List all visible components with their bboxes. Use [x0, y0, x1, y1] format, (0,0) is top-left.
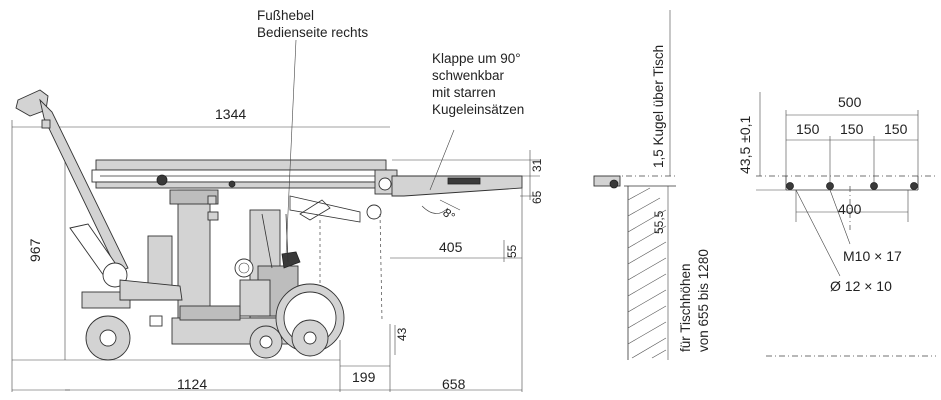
machine-side-view [11, 39, 540, 392]
dim-967: 967 [27, 238, 43, 262]
foot-lever-label-1: Fußhebel [257, 8, 314, 23]
dim-405: 405 [439, 239, 463, 255]
flap-label-2: schwenkbar [432, 68, 505, 83]
flap [366, 175, 523, 321]
dim-150-c: 150 [884, 121, 908, 137]
dim-150-a: 150 [796, 121, 820, 137]
dim-55-right: 55 [505, 244, 519, 258]
hatching [627, 187, 667, 359]
foot-lever-label-2: Bedienseite rechts [257, 25, 368, 40]
flap-label-1: Klappe um 90° [432, 51, 521, 66]
dim-199: 199 [352, 369, 376, 385]
dim-400: 400 [838, 201, 862, 217]
dim-55-5: 55,5 [652, 210, 666, 234]
dim-43-5: 43,5 ±0,1 [737, 116, 753, 174]
tiller-handle [15, 89, 131, 309]
dim-150-b: 150 [840, 121, 864, 137]
table-heights-label-1: für Tischhöhen [678, 263, 693, 352]
ball-above-table-label: 1,5 Kugel über Tisch [651, 45, 666, 168]
dim-angle-8: 8° [440, 206, 458, 224]
table-section-view [593, 10, 676, 360]
dim-1124: 1124 [177, 376, 207, 392]
table-top [91, 159, 398, 195]
dim-43: 43 [395, 327, 409, 341]
dim-1344: 1344 [215, 106, 246, 122]
bore-label: Ø 12 × 10 [830, 278, 892, 294]
flap-label-3: mit starren [432, 85, 496, 100]
annotations: Fußhebel Bedienseite rechts Klappe um 90… [27, 8, 908, 392]
thread-label: M10 × 17 [843, 248, 902, 264]
bolt-pattern-view [756, 92, 936, 357]
dim-65: 65 [530, 190, 544, 204]
dim-658: 658 [442, 376, 466, 392]
wheels [85, 283, 345, 361]
dim-31: 31 [530, 158, 544, 172]
flap-label-4: Kugeleinsätzen [432, 102, 524, 117]
table-heights-label-2: von 655 bis 1280 [696, 249, 711, 352]
dim-500: 500 [838, 94, 862, 110]
